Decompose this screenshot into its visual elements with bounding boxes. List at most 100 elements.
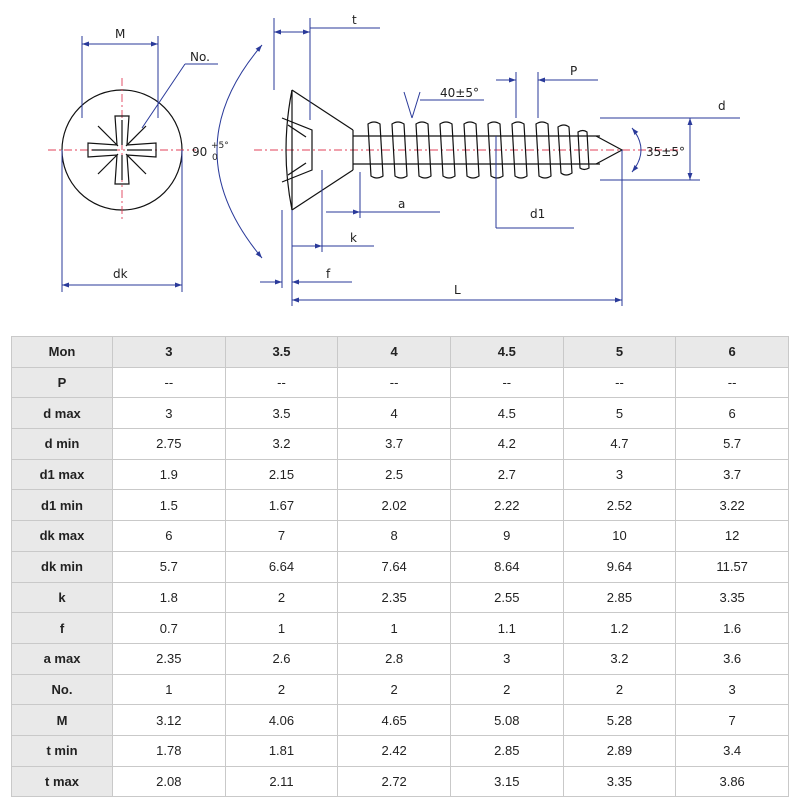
- row-label: f: [11, 612, 113, 644]
- table-cell: 3.7: [337, 428, 451, 460]
- table-cell: 5.7: [675, 428, 789, 460]
- dim-P: P: [496, 64, 598, 118]
- table-cell: 3.6: [675, 642, 789, 675]
- table-cell: 4.2: [449, 428, 564, 460]
- table-cell: 3.35: [562, 765, 677, 798]
- head-top-view: M No. dk: [48, 27, 218, 292]
- table-cell: 8: [337, 520, 451, 552]
- table-cell: 3: [112, 397, 226, 430]
- table-cell: 2.75: [112, 428, 226, 460]
- pozidriv-recess-icon: [87, 115, 157, 185]
- label-angle90-sup: +5°: [211, 141, 229, 151]
- label-d: d: [718, 99, 726, 113]
- table-cell: 2.6: [224, 642, 339, 675]
- table-cell: 2.85: [562, 581, 677, 614]
- table-cell: 8.64: [449, 550, 564, 583]
- table-cell: 2.42: [337, 734, 451, 767]
- table-cell: 3.7: [675, 458, 789, 491]
- table-cell: 5.28: [562, 704, 677, 736]
- row-label: No.: [11, 673, 113, 706]
- dim-d: d: [600, 99, 740, 181]
- table-cell: 4.06: [224, 704, 339, 736]
- row-label: t min: [11, 734, 113, 767]
- screw-technical-drawing: M No. dk 90 +5° 0: [48, 13, 740, 306]
- table-cell: 2.35: [337, 581, 451, 614]
- dim-L: L: [292, 150, 623, 306]
- table-cell: 3: [562, 458, 677, 491]
- label-thread-angle: 40±5°: [440, 86, 479, 100]
- table-cell: 11.57: [675, 550, 789, 583]
- table-cell: 2.11: [224, 765, 339, 798]
- label-dk: dk: [113, 267, 128, 281]
- row-label: M: [11, 704, 113, 736]
- table-cell: 6: [675, 397, 789, 430]
- row-label: dk min: [11, 550, 113, 583]
- table-cell: 2.55: [449, 581, 564, 614]
- table-cell: 1.78: [112, 734, 226, 767]
- table-cell: 2.7: [449, 458, 564, 491]
- table-cell: --: [337, 366, 451, 399]
- header-size: 3.5: [224, 336, 339, 368]
- table-cell: 2: [562, 673, 677, 706]
- table-cell: 2.8: [337, 642, 451, 675]
- table-cell: 4.65: [337, 704, 451, 736]
- dim-d1: d1: [495, 136, 574, 229]
- label-d1: d1: [530, 207, 545, 221]
- table-cell: 1.6: [675, 612, 789, 644]
- table-cell: 7.64: [337, 550, 451, 583]
- table-cell: --: [112, 366, 226, 399]
- row-label: t max: [11, 765, 113, 798]
- table-cell: 1.8: [112, 581, 226, 614]
- table-cell: 2: [224, 581, 339, 614]
- table-cell: 1.5: [112, 489, 226, 522]
- table-cell: 9: [449, 520, 564, 552]
- table-cell: 7: [675, 704, 789, 736]
- label-angle90-sub: 0: [212, 153, 218, 163]
- table-cell: 1.2: [562, 612, 677, 644]
- table-cell: 2.72: [337, 765, 451, 798]
- label-No: No.: [190, 50, 210, 64]
- label-f: f: [326, 267, 331, 281]
- screw-side-view: [254, 89, 680, 211]
- row-label: a max: [11, 642, 113, 675]
- table-row: P------------: [11, 366, 789, 399]
- thread-flights: [367, 121, 590, 179]
- row-label: k: [11, 581, 113, 614]
- table-cell: 2.5: [337, 458, 451, 491]
- table-cell: 12: [675, 520, 789, 552]
- table-cell: 1: [224, 612, 339, 644]
- table-cell: --: [562, 366, 677, 399]
- table-cell: 3.12: [112, 704, 226, 736]
- table-cell: 0.7: [112, 612, 226, 644]
- table-cell: 3: [675, 673, 789, 706]
- header-size: 6: [675, 336, 789, 368]
- label-a: a: [398, 197, 405, 211]
- table-cell: 4.5: [449, 397, 564, 430]
- label-L: L: [454, 283, 461, 297]
- table-cell: 2: [337, 673, 451, 706]
- table-cell: 9.64: [562, 550, 677, 583]
- label-k: k: [350, 231, 357, 245]
- table-cell: 3: [449, 642, 564, 675]
- dim-tip-angle: 35±5°: [631, 127, 685, 173]
- table-cell: 3.22: [675, 489, 789, 522]
- row-label: d min: [11, 428, 113, 460]
- dim-k: k: [292, 170, 374, 252]
- table-cell: --: [224, 366, 339, 399]
- row-label: d max: [11, 397, 113, 430]
- table-cell: 2.85: [449, 734, 564, 767]
- label-angle90: 90: [192, 145, 207, 159]
- table-cell: 3.2: [224, 428, 339, 460]
- dim-thread-angle: 40±5°: [403, 86, 484, 119]
